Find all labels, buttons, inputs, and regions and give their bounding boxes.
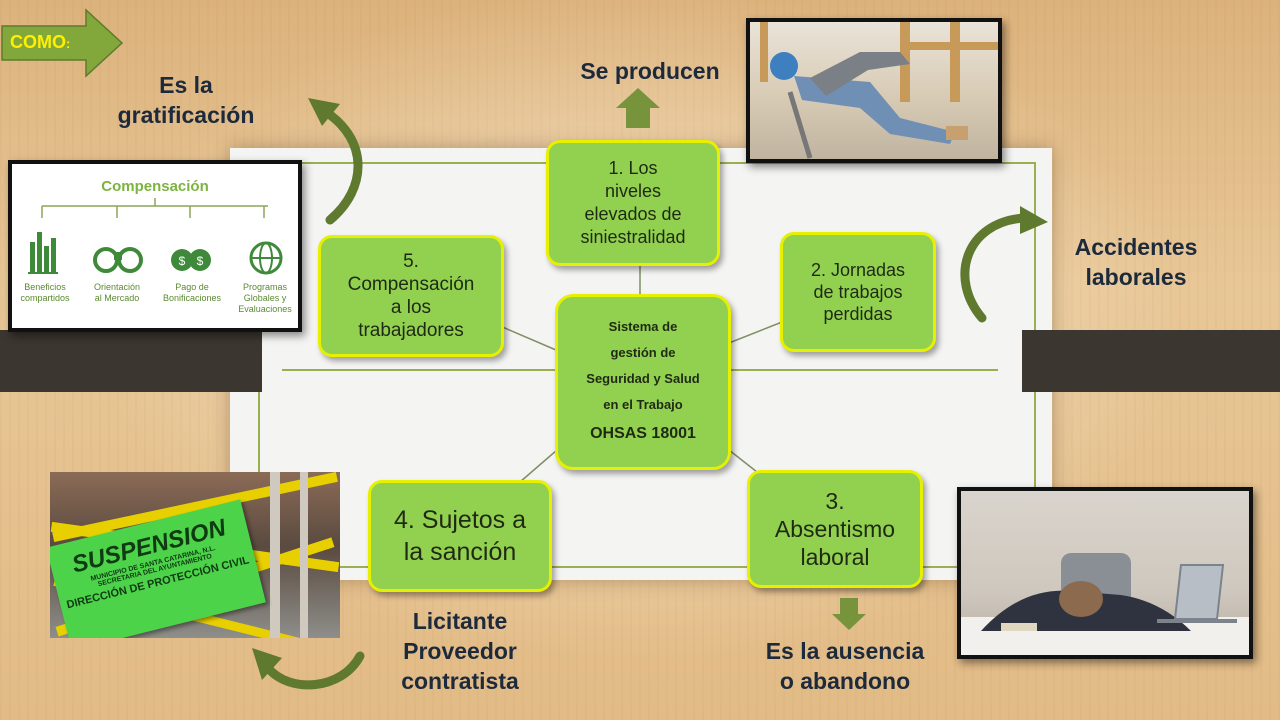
center-text-line: gestión de [610, 345, 676, 360]
node-2: 2. Jornadas de trabajos perdidas [780, 232, 936, 352]
connector-3 [728, 449, 758, 473]
node-text-line: 5. [403, 251, 419, 272]
curved-arrow-right-icon [960, 213, 1029, 323]
connector-4 [519, 449, 558, 483]
node-3: 3. Absentismo laboral [747, 470, 923, 588]
node-text-line: Compensación [347, 274, 475, 295]
sleeping-worker-icon [961, 553, 1249, 655]
connector-2 [728, 321, 783, 344]
node-text-line: perdidas [823, 304, 893, 324]
down-arrow-icon [832, 598, 866, 630]
center-standard: OHSAS 18001 [590, 425, 696, 442]
node-text-line: de trabajos [813, 282, 903, 302]
curved-arrow-icon [321, 107, 363, 225]
connector-5 [499, 325, 557, 351]
node-text-line: trabajadores [358, 320, 464, 341]
node-text-line: Absentismo [774, 516, 896, 542]
node-5: 5. Compensación a los trabajadores [318, 235, 504, 357]
center-node: Sistema de gestión de Seguridad y Salud … [555, 294, 731, 470]
node-text-line: 4. Sujetos a [393, 506, 527, 534]
como-arrow: COMO: [0, 8, 124, 78]
node-text-line: 3. [825, 488, 845, 514]
como-label: COMO: [10, 32, 71, 52]
node-text-line: niveles [604, 181, 662, 201]
absenteeism-photo [957, 487, 1253, 659]
node-text-line: a los [390, 297, 432, 318]
worker-falling-icon [760, 22, 998, 159]
curved-arrow-head-icon [308, 98, 340, 126]
curved-arrow-right-head-icon [1020, 206, 1048, 234]
dark-bar-right [1022, 330, 1280, 392]
node-text-line: 2. Jornadas [810, 260, 906, 280]
node-text-line: elevados de [584, 204, 682, 224]
worker-accident-photo [746, 18, 1002, 163]
curved-arrow-bottom-icon [263, 651, 365, 690]
svg-text:$: $ [197, 254, 204, 268]
svg-text:$: $ [179, 254, 186, 268]
up-arrow-icon [616, 88, 660, 128]
suspension-photo: SUSPENSION MUNICIPIO DE SANTA CATARINA, … [50, 472, 340, 638]
node-text-line: laboral [800, 544, 870, 570]
dark-bar-left [0, 330, 262, 392]
center-text-line: Seguridad y Salud [586, 371, 700, 386]
compensation-tree-icon: $ $ [28, 198, 283, 275]
node-text-line: siniestralidad [580, 227, 686, 247]
center-text-line: en el Trabajo [603, 397, 683, 412]
node-4: 4. Sujetos a la sanción [368, 480, 552, 592]
node-text-line: 1. Los [608, 158, 658, 178]
como-arrow-icon [1, 8, 124, 78]
center-text-line: Sistema de [608, 319, 678, 334]
compensation-title: Compensación [101, 178, 209, 195]
label-se-producen: Se producen [580, 58, 720, 84]
node-1: 1. Los niveles elevados de siniestralida… [546, 140, 720, 266]
curved-arrow-bottom-head-icon [252, 648, 282, 680]
node-text-line: la sanción [403, 538, 517, 566]
